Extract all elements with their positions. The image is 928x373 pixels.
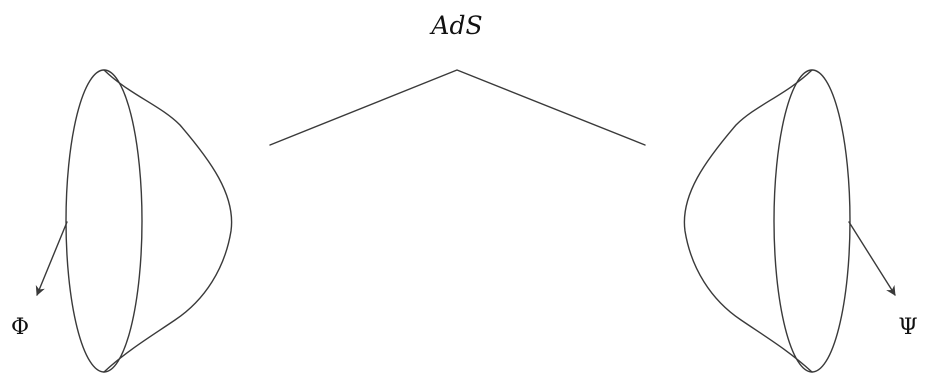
ads-label: AdS [429,11,482,40]
left-cone: Φ [11,69,233,373]
left-field-label: Φ [11,315,29,340]
left-cone-profile [103,69,233,373]
left-field-arrow [35,221,68,296]
right-field-arrow [848,221,896,296]
ads-wedge [269,69,646,146]
left-cone-ellipse [65,69,143,373]
right-cone-profile [683,69,813,373]
right-cone-ellipse [773,69,851,373]
right-field-label: Ψ [898,315,917,340]
right-cone: Ψ [683,69,918,373]
